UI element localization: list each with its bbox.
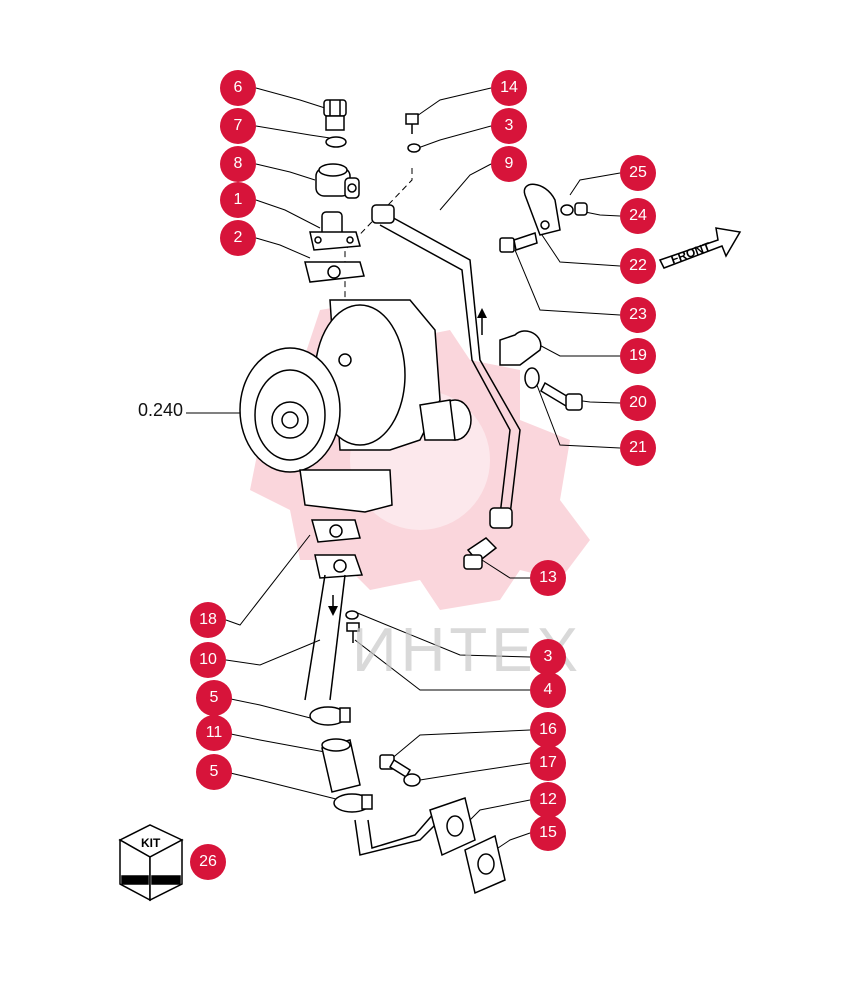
callout-17[interactable]: 17 — [530, 745, 566, 781]
reference-label: 0.240 — [138, 400, 184, 420]
callout-23[interactable]: 23 — [620, 297, 656, 333]
callout-13[interactable]: 13 — [530, 560, 566, 596]
bolt-part — [405, 113, 419, 134]
nut-part — [574, 202, 588, 216]
callout-11[interactable]: 11 — [196, 715, 232, 751]
callout-2[interactable]: 2 — [220, 220, 256, 256]
drain-tube-part — [304, 574, 346, 701]
callout-24[interactable]: 24 — [620, 198, 656, 234]
banjo-fitting-part — [315, 163, 360, 199]
kit-label: KIT — [141, 836, 161, 850]
gasket-part — [311, 519, 364, 579]
bolt-part — [540, 381, 583, 411]
callout-5b[interactable]: 5 — [196, 754, 232, 790]
callout-6[interactable]: 6 — [220, 70, 256, 106]
gasket-part — [304, 261, 365, 283]
kit-box-icon — [118, 824, 184, 902]
callout-25[interactable]: 25 — [620, 155, 656, 191]
clamp-part — [523, 183, 561, 236]
fitting-part — [323, 99, 347, 131]
callout-20[interactable]: 20 — [620, 385, 656, 421]
hose-part — [321, 738, 361, 793]
callout-7[interactable]: 7 — [220, 108, 256, 144]
callout-12[interactable]: 12 — [530, 782, 566, 818]
callout-5[interactable]: 5 — [196, 680, 232, 716]
callout-1[interactable]: 1 — [220, 182, 256, 218]
washer-part — [524, 367, 540, 389]
bolt-part — [379, 754, 412, 779]
callout-3b[interactable]: 3 — [530, 639, 566, 675]
callout-4[interactable]: 4 — [530, 672, 566, 708]
callout-22[interactable]: 22 — [620, 248, 656, 284]
clamp-part — [499, 330, 542, 366]
gasket-part — [464, 834, 506, 895]
callout-18[interactable]: 18 — [190, 602, 226, 638]
washer-part — [403, 773, 421, 787]
hose-clamp-part — [333, 793, 373, 813]
callout-8[interactable]: 8 — [220, 146, 256, 182]
callout-15[interactable]: 15 — [530, 815, 566, 851]
hose-clamp-part — [309, 706, 351, 726]
leader-lines — [186, 87, 621, 851]
bolt-part — [499, 232, 538, 253]
callout-14[interactable]: 14 — [491, 70, 527, 106]
callout-10[interactable]: 10 — [190, 642, 226, 678]
flow-arrowhead-icon — [328, 606, 338, 616]
bolt-part — [346, 622, 360, 643]
flange-part — [309, 211, 361, 251]
callout-3[interactable]: 3 — [491, 108, 527, 144]
washer-part — [345, 610, 359, 620]
oil-feed-pipe-part — [371, 204, 521, 529]
callout-16[interactable]: 16 — [530, 712, 566, 748]
callout-21[interactable]: 21 — [620, 430, 656, 466]
fitting-part — [463, 537, 498, 570]
callout-19[interactable]: 19 — [620, 338, 656, 374]
flow-arrowhead-icon — [477, 308, 487, 318]
washer-part — [560, 204, 574, 216]
drain-pipe-part — [354, 797, 476, 857]
front-arrow-icon — [658, 227, 742, 269]
washer-part — [325, 136, 347, 148]
callout-9[interactable]: 9 — [491, 146, 527, 182]
washer-part — [407, 143, 421, 153]
callout-26[interactable]: 26 — [190, 844, 226, 880]
turbocharger-part — [239, 299, 472, 513]
